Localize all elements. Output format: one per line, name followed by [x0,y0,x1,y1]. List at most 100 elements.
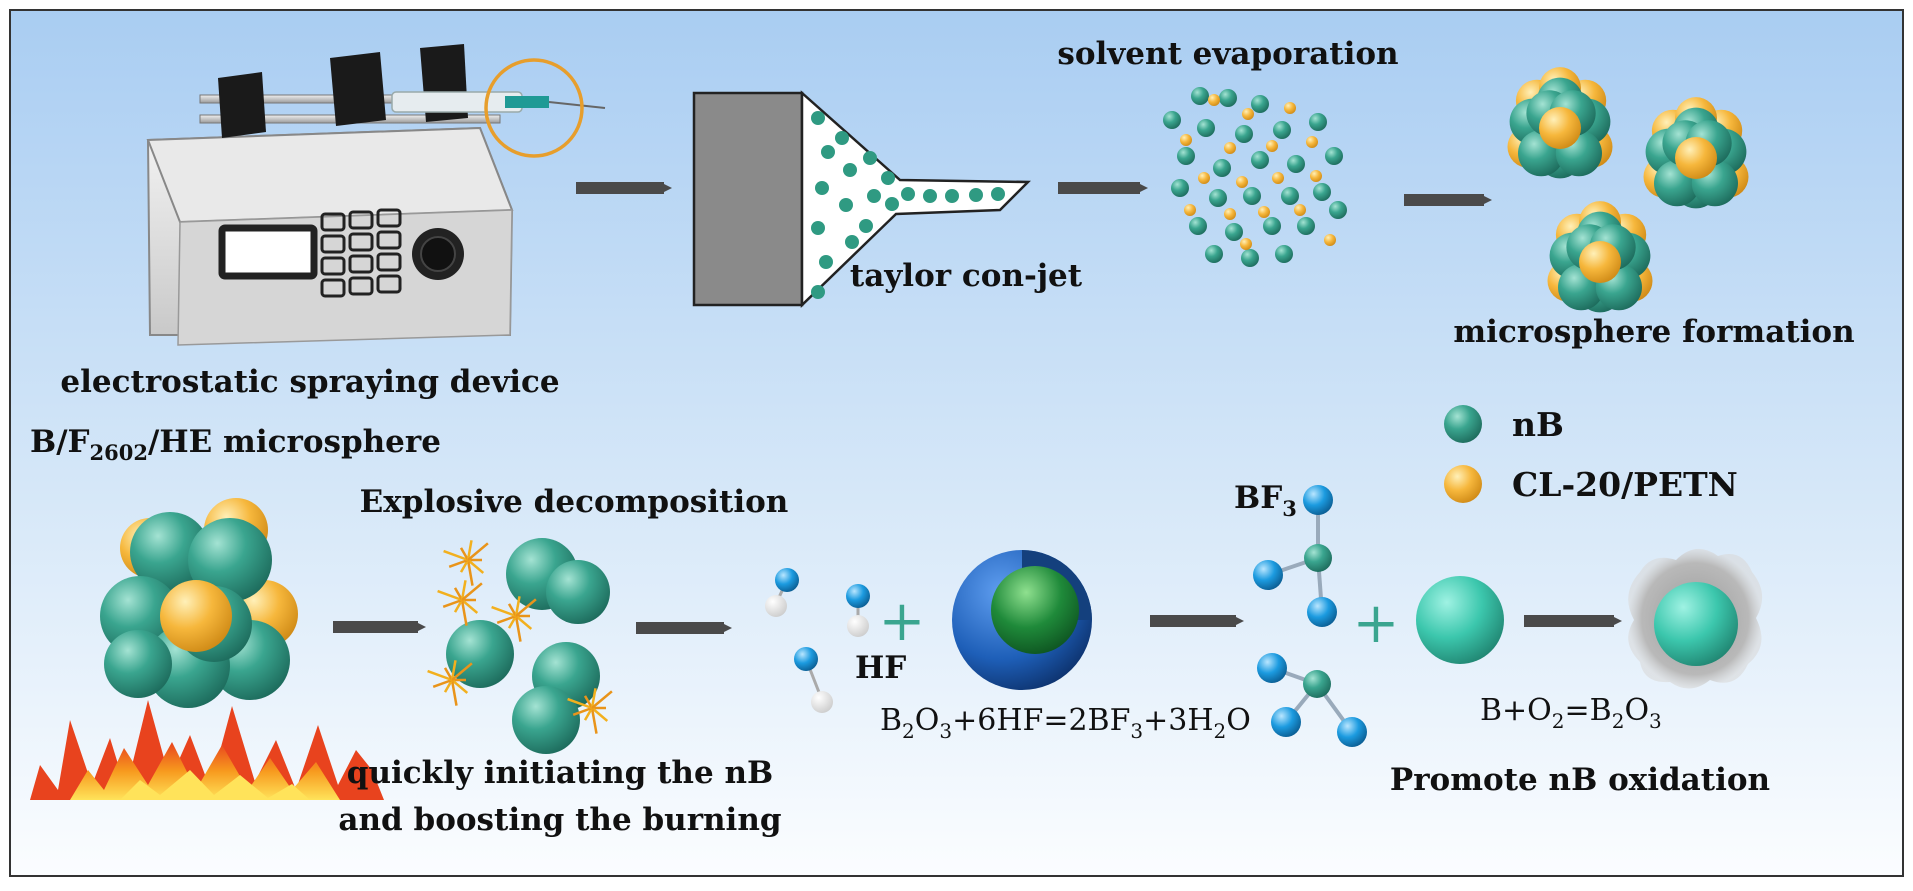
syringe-tip [505,96,549,108]
spark-ray [453,599,464,613]
legend: nB CL-20/PETN [1444,405,1738,504]
legend-cl20-label: CL-20/PETN [1512,465,1738,504]
evaporation-nb-particle [1197,119,1215,137]
cluster-core-sphere [1539,107,1581,149]
cone-droplet [885,197,899,211]
spark-ray [466,559,474,586]
cluster-core-sphere [1579,241,1621,283]
evaporation-cl20-particle [1324,234,1336,246]
evaporation-nb-particle [1205,245,1223,263]
spark-ray [507,603,518,617]
spark-ray [591,690,613,709]
cone-droplet [843,163,857,177]
evaporation-nb-particle [1209,189,1227,207]
evaporation-cl20-particle [1184,204,1196,216]
spark-ray [427,669,453,682]
evaporation-cl20-particle [1266,140,1278,152]
cone-droplet [945,189,959,203]
oxidized-nb-sphere [1628,548,1763,689]
cone-droplet [811,285,825,299]
evaporation-nb-particle [1251,95,1269,113]
cone-droplets [811,111,1005,299]
spark-ray [491,605,517,618]
spark-ray [432,678,453,688]
cone-droplet [819,255,833,269]
cone-droplet [811,221,825,235]
spark-ray [453,587,464,601]
bf3-molecules [1253,485,1367,747]
spark-ray [515,615,533,630]
nb-sphere [1416,576,1504,664]
evaporation-nb-particle [1251,151,1269,169]
bf3-label: BF3 [1234,480,1297,521]
cone-droplet [835,131,849,145]
device-label: electrostatic spraying device [60,364,559,400]
spark-ray [460,599,468,626]
evaporation-nb-particle [1273,121,1291,139]
evaporation-nb-particle [1275,245,1293,263]
spark-ray [443,679,454,693]
b-f2602-he-microsphere [100,498,298,708]
cluster-core-sphere [1675,137,1717,179]
spark-ray [451,662,473,681]
spark-ray [507,615,518,629]
spark-ray [443,549,469,562]
evaporation-nb-particle [1225,223,1243,241]
needle-highlight-circle [484,58,584,158]
big-cluster-nb-sphere [104,630,172,698]
spark-ray [496,614,517,624]
spark-ray [515,598,537,617]
evaporation-cl20-particle [1284,102,1296,114]
spark-ray [451,679,469,694]
evaporation-nb-particle [1309,113,1327,131]
cone-droplet [821,145,835,159]
evaporation-nb-particle [1163,111,1181,129]
evaporation-cl20-particle [1306,136,1318,148]
big-cluster-core-sphere [160,580,232,652]
spark-ray [443,667,454,681]
plus-sign-1: + [879,589,926,654]
evaporation-cl20-particle [1224,142,1236,154]
evaporation-nb-particle [1171,179,1189,197]
spark-ray [514,596,521,617]
spark-ray [461,599,479,614]
microsphere-label: B/F2602/HE microsphere [30,424,441,465]
spark-ray [583,695,594,709]
cone-droplet [969,188,983,202]
evaporation-cl20-particle [1310,170,1322,182]
evaporation-nb-particle [1297,217,1315,235]
cone-droplet [839,198,853,212]
evaporation-label: solvent evaporation [1057,36,1398,72]
cone-droplet [859,219,873,233]
cone-droplet [815,181,829,195]
spark-ray [450,679,458,706]
evaporation-nb-particle [1325,147,1343,165]
cone-droplet [923,189,937,203]
decomposition-label: Explosive decomposition [360,484,789,520]
legend-cl20-swatch [1444,465,1482,503]
cone-droplet [901,187,915,201]
spark-ray [460,580,467,601]
spark-ray [448,558,469,568]
evaporation-nb-particle [1191,87,1209,105]
evaporation-nb-particle [1213,159,1231,177]
syringe [391,91,523,113]
promote-label: Promote nB oxidation [1390,762,1770,798]
explosion-sparks [427,540,613,734]
cone-droplet [881,171,895,185]
evaporation-cl20-particle [1294,204,1306,216]
cone-droplet [863,151,877,165]
electrostatic-spraying-device [146,44,606,346]
flames [30,700,384,800]
spark-ray [591,707,609,722]
evaporation-cl20-particle [1236,176,1248,188]
spark-ray [466,540,473,561]
hf-molecules [765,568,870,713]
evaporation-nb-particle [1287,155,1305,173]
cone-droplet [811,111,825,125]
evaporation-nb-particle [1263,217,1281,235]
evaporation-cl20-particle [1224,208,1236,220]
taylor-cone-jet [692,90,1031,308]
